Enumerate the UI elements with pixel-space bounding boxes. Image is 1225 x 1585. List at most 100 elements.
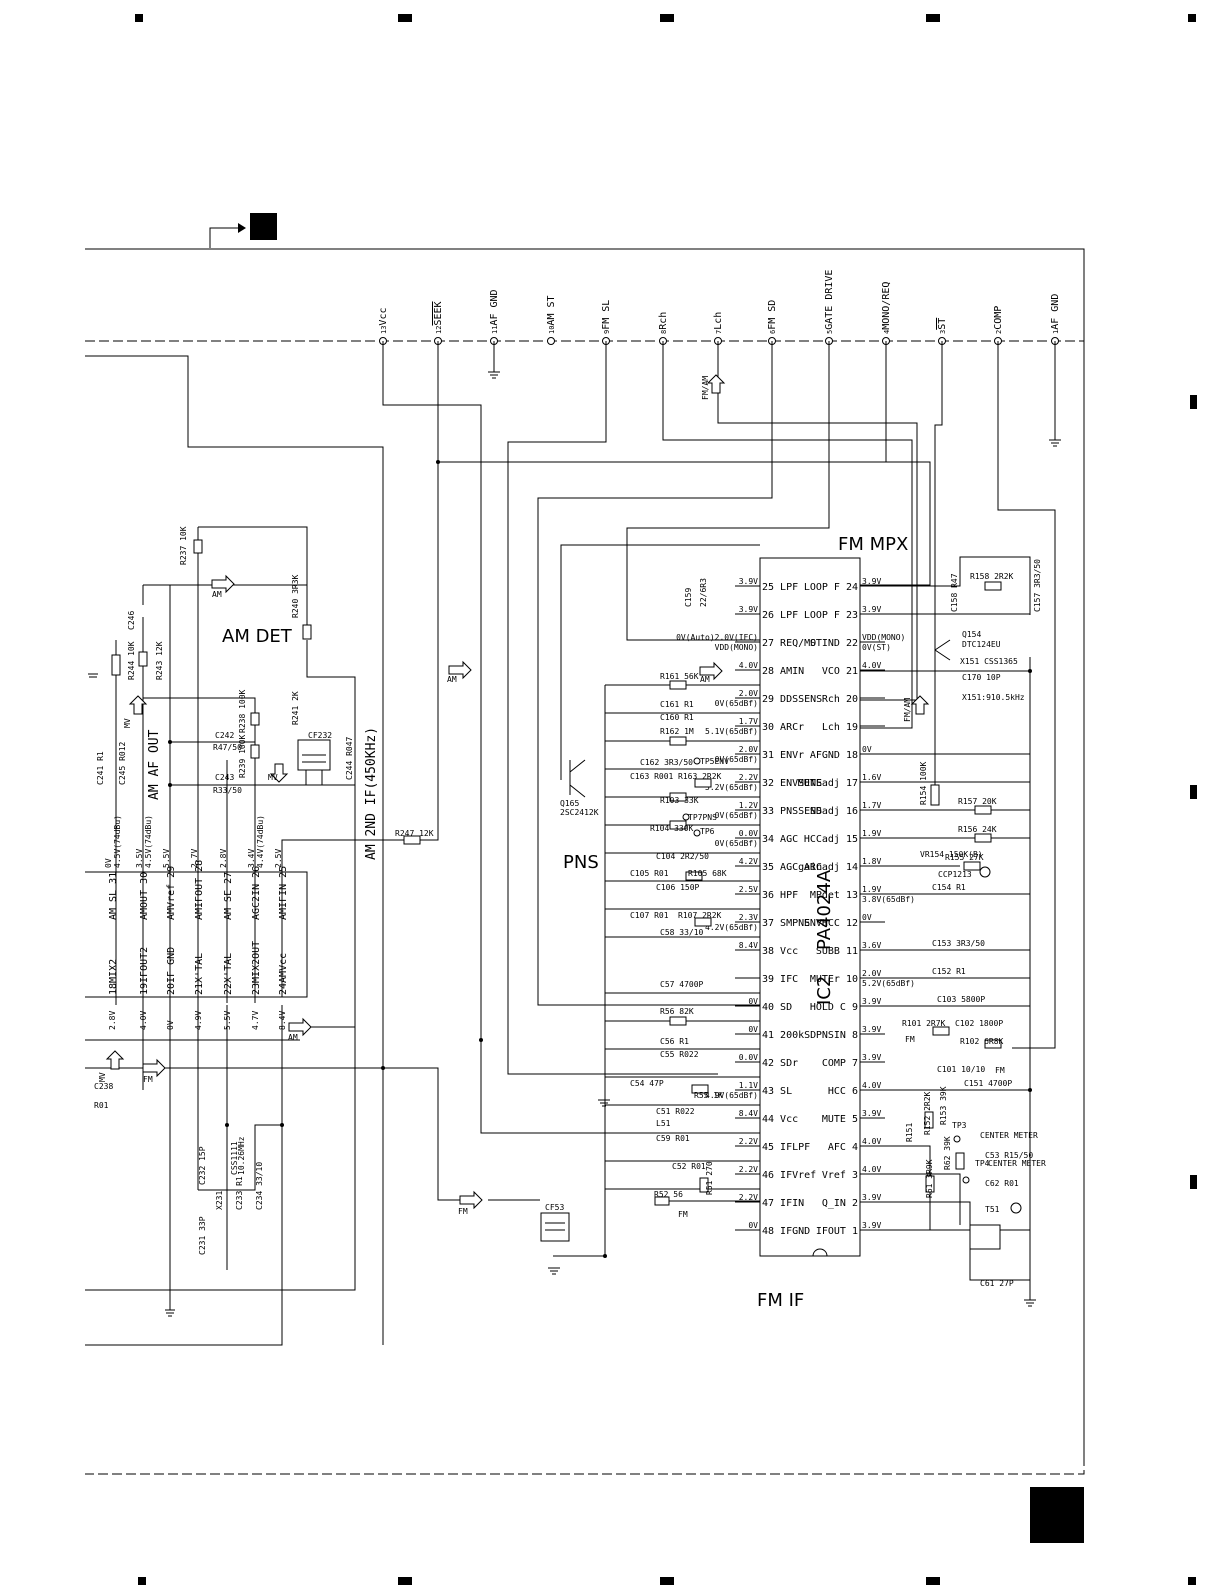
signal-tag-mv: MV bbox=[123, 718, 132, 728]
component-ref-c243: C243 bbox=[215, 773, 234, 782]
component-ref-r52: R52 56 bbox=[654, 1190, 683, 1199]
component-ref-r104: R104 330K bbox=[650, 824, 694, 833]
component-ref-c57: C57 4700P bbox=[660, 980, 704, 989]
junctions bbox=[168, 460, 1032, 1258]
pin-label: 30 ARCr bbox=[762, 722, 804, 733]
component-ref-c242v: R47/50 bbox=[213, 743, 242, 752]
pin-voltage: 4.2V bbox=[739, 857, 758, 866]
pin-label: 41 200kSD bbox=[762, 1030, 816, 1041]
component-ref-r102: R102 6R8K bbox=[960, 1037, 1004, 1046]
component-ref-c105: C105 R01 bbox=[630, 869, 669, 878]
pin-voltage: 4.0V bbox=[862, 1081, 881, 1090]
component-ref-r152: R152 2R2K bbox=[923, 1091, 932, 1135]
pin-voltage: 8.4V bbox=[739, 1109, 758, 1118]
pin-voltage: 3.5V bbox=[135, 849, 144, 868]
connector-label: 11AF GND bbox=[489, 289, 500, 334]
component-ref-c159v: 22/6R3 bbox=[699, 578, 708, 607]
ic2-pin-4: AFC 44.0V bbox=[828, 1137, 885, 1153]
label-fm-mpx: FM MPX bbox=[838, 534, 908, 555]
pin-voltage: 0V bbox=[748, 1221, 758, 1230]
pin-voltage: 3.9V bbox=[862, 1053, 881, 1062]
pin-voltage: 2.0V bbox=[739, 689, 758, 698]
component-ref-vr154: VR154 150K(B) bbox=[920, 850, 983, 859]
component-ref-r161: R161 56K bbox=[660, 672, 699, 681]
pin-voltage: 3.9V bbox=[862, 1025, 881, 1034]
component-ref-c241: C241 R1 bbox=[96, 751, 105, 785]
component-ref-tp5: TP5ENV bbox=[700, 757, 729, 766]
component-ref-r61: R61 3R9K bbox=[925, 1159, 934, 1198]
connector-pin-3: 3ST bbox=[937, 318, 948, 345]
label-ic2-part: PA4024A bbox=[814, 869, 835, 950]
pin-label: 47 IFIN bbox=[762, 1198, 804, 1209]
pin-label: 42 SDr bbox=[762, 1058, 798, 1069]
pin-label: 37 SMPNS bbox=[762, 918, 810, 929]
component-ref-r55: R55 1K bbox=[694, 1091, 723, 1100]
registration-marks bbox=[135, 14, 1197, 1585]
connector-label: 8Rch bbox=[658, 312, 669, 334]
pin-voltage-alt: 4.2V(65dBf) bbox=[705, 923, 758, 932]
wiring bbox=[85, 341, 1056, 1346]
pin-label: 20IF GND bbox=[166, 947, 177, 995]
pin-voltage-alt: 0V(65dBf) bbox=[715, 811, 758, 820]
pin-label: 34 AGC bbox=[762, 834, 798, 845]
pin-voltage-alt: 4.9V(65dBf) bbox=[705, 1091, 758, 1100]
pin-voltage: 2.2V bbox=[739, 1165, 758, 1174]
pin-label: AM SL 31 bbox=[108, 872, 119, 920]
component-ref-r238: R238 100K bbox=[238, 689, 247, 733]
component-ref-q154p: DTC124EU bbox=[962, 640, 1001, 649]
pin-voltage: 2.5V bbox=[274, 849, 283, 868]
component-ref-r247: R247 12K bbox=[395, 829, 434, 838]
pin-voltage: 1.7V bbox=[862, 801, 881, 810]
pin-label: MUTE 5 bbox=[822, 1114, 858, 1125]
pin-label: 39 IFC bbox=[762, 974, 798, 985]
pin-voltage: 3.9V bbox=[862, 997, 881, 1006]
label-ic2-name: IC2 bbox=[814, 976, 835, 1005]
component-ref-r154: R154 100K bbox=[919, 761, 928, 805]
pin-voltage-alt: 4.5V(74dBu) bbox=[144, 815, 153, 868]
pin-voltage: 2.2V bbox=[739, 1193, 758, 1202]
pin-label: 44 Vcc bbox=[762, 1114, 798, 1125]
component-ref-c106: C106 150P bbox=[656, 883, 700, 892]
pin-voltage: 2.8V bbox=[219, 849, 228, 868]
pin-label: Q_IN 2 bbox=[822, 1198, 858, 1209]
pin-label: 19IFOUT2 bbox=[139, 947, 150, 995]
component-ref-r243: R243 12K bbox=[155, 641, 164, 680]
ic2-pin-15: HCCadj 151.9V bbox=[804, 829, 885, 845]
pin-voltage-alt: 5.2V(65dBf) bbox=[862, 979, 915, 988]
pin-voltage: 3.4V bbox=[247, 849, 256, 868]
ic2-pin-6: HCC 64.0V bbox=[828, 1081, 885, 1097]
pin-voltage: 0V bbox=[748, 997, 758, 1006]
pin-voltage-alt: 5.2V(65dBf) bbox=[705, 783, 758, 792]
component-ref-r240: R240 3R3K bbox=[291, 574, 300, 618]
component-ref-r241b: R241 2K bbox=[291, 691, 300, 725]
pin-voltage: 1.9V bbox=[862, 829, 881, 838]
ic2-pin-20: Rch 20 bbox=[822, 694, 885, 705]
pin-label: 25 LPF bbox=[762, 582, 798, 593]
component-ref-r155: R155 27K bbox=[945, 853, 984, 862]
pin-label: ENVHCC 12 bbox=[804, 918, 858, 929]
component-ref-x151: X151 CSS1365 bbox=[960, 657, 1018, 666]
component-ref-r237: R237 10K bbox=[179, 526, 188, 565]
component-ref-tp4: TP4 bbox=[975, 1159, 990, 1168]
pin-voltage-alt: 0V(65dBf) bbox=[715, 755, 758, 764]
component-ref-c55: C55 R022 bbox=[660, 1050, 699, 1059]
component-ref-cf53: CF53 bbox=[545, 1203, 564, 1212]
connector-pin-6: 6FM SD bbox=[767, 300, 778, 345]
component-ref-r157: R157 20K bbox=[958, 797, 997, 806]
pin-label: AFC 4 bbox=[828, 1142, 858, 1153]
ic2-pin-7: COMP 73.9V bbox=[822, 1053, 885, 1069]
ic2-pin-3: Vref 34.0V bbox=[822, 1165, 885, 1181]
block-tag bbox=[209, 213, 277, 248]
pin-voltage-alt: 0V(65dBf) bbox=[715, 699, 758, 708]
pin-voltage: 1.2V bbox=[739, 801, 758, 810]
pin-label: HOLD C 9 bbox=[810, 1002, 858, 1013]
